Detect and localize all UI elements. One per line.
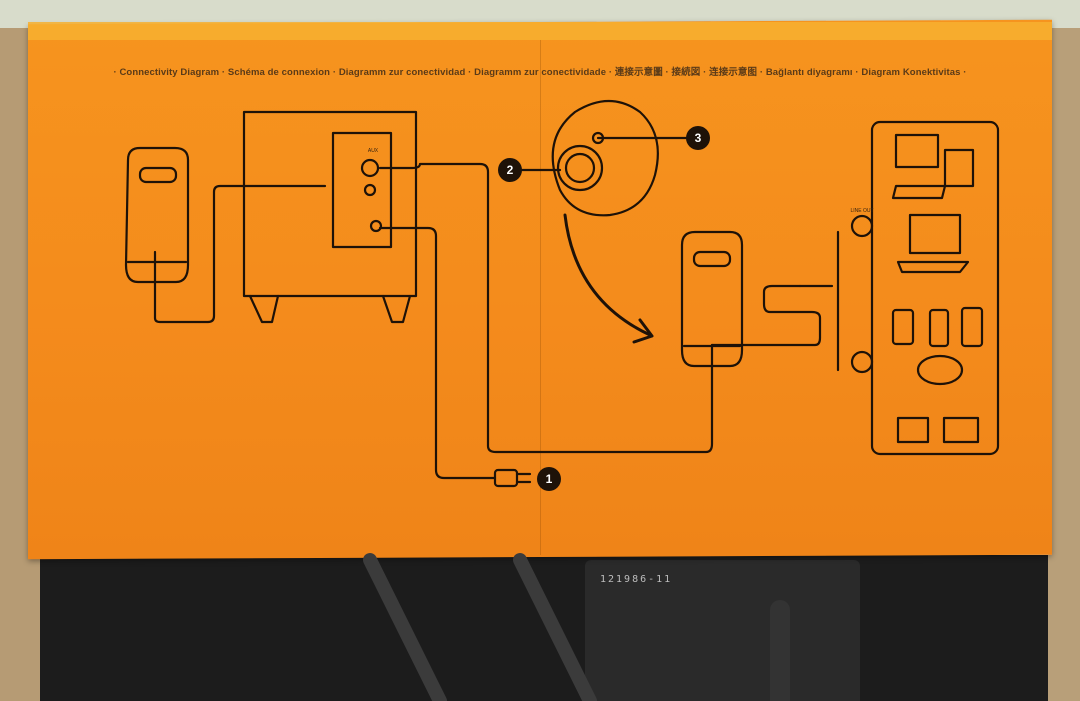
laptop-icon [896,213,970,274]
cd-player-icon [916,354,964,386]
cardboard-box-right [1048,28,1080,701]
mobile-phone-icon [928,308,950,348]
satellite-cable [378,162,714,454]
badge-3: 3 [686,126,710,150]
zoom-arrow [563,213,652,337]
audio-cable [710,284,822,347]
tablet-icon [896,416,980,444]
aux-label: AUX [368,148,379,154]
headphone-jack-icon [850,350,874,374]
flap-edge [28,22,1052,40]
badge-3-label: 3 [695,131,702,145]
power-cable [378,226,497,480]
diagram-title: · Connectivity Diagram · Schéma de conne… [113,67,967,78]
speaker-cable [153,184,327,324]
device-panel [870,120,1000,456]
badge-1-label: 1 [546,472,553,486]
line-out-jack [850,214,874,238]
subwoofer-icon [242,110,418,324]
black-cable-2 [513,553,597,701]
line-out-label: LINE OUT [850,208,873,214]
media-player-icon [960,306,984,348]
black-cable-1 [363,553,447,701]
mp3-player-icon [891,308,915,346]
badge-2: 2 [498,158,522,182]
serial-label: 121986-11 [600,574,673,585]
box-interior [40,555,1048,701]
badge-1: 1 [537,467,561,491]
flap-crease [540,40,541,555]
power-plug-icon [493,468,532,488]
speaker-back-panel [585,560,860,701]
desktop-computer-icon [891,133,975,200]
speaker-icon [124,146,190,284]
volume-knob-icon [519,100,692,217]
badge-2-label: 2 [507,163,514,177]
